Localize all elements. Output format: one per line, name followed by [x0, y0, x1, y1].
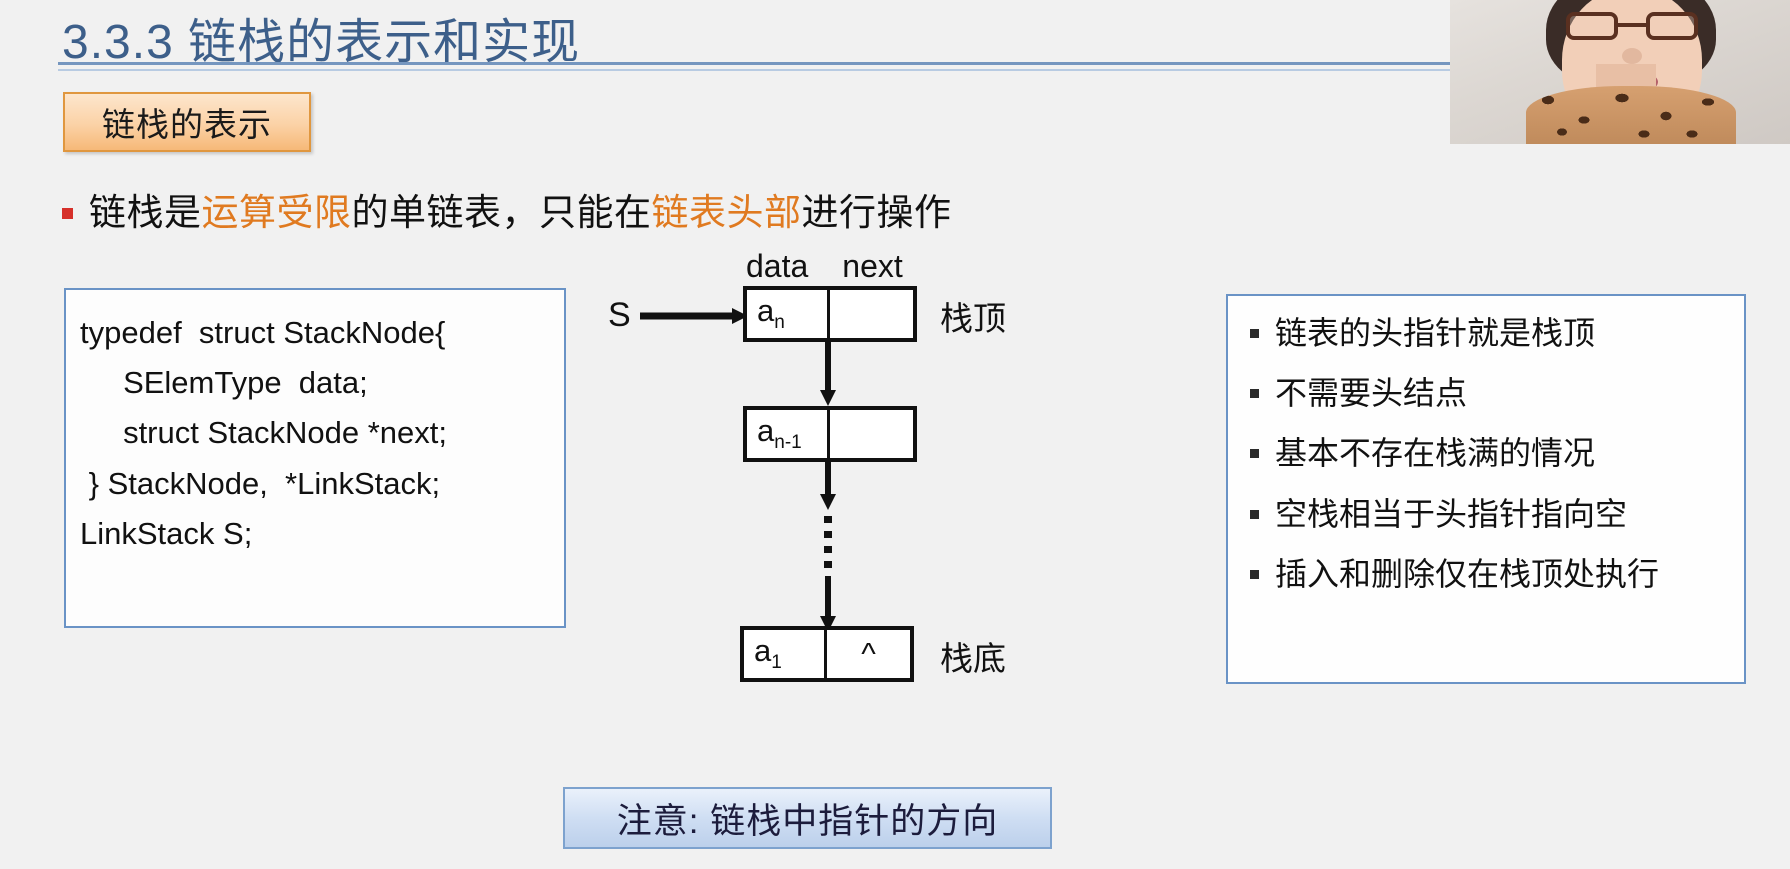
- note-callout-box: 注意: 链栈中指针的方向: [563, 787, 1052, 849]
- node-data-value: a1: [754, 633, 782, 674]
- code-line-3: struct StackNode *next;: [80, 415, 447, 451]
- properties-info-box: 链表的头指针就是栈顶 不需要头结点 基本不存在栈满的情况 空栈相当于头指针指向空…: [1226, 294, 1746, 684]
- section-chip: 链栈的表示: [63, 92, 311, 152]
- main-bullet-line: 链栈是运算受限的单链表，只能在链表头部进行操作: [62, 182, 952, 236]
- bullet-square-icon: [1250, 389, 1259, 399]
- divider-line-thin: [58, 69, 1788, 71]
- divider-line-thick: [58, 62, 1788, 65]
- bullet-square-icon: [1250, 449, 1259, 459]
- list-item: 不需要头结点: [1250, 372, 1734, 414]
- list-node-top: an: [743, 286, 917, 342]
- diagram-column-headers: data next: [746, 248, 903, 285]
- s-pointer-arrow-icon: [640, 308, 748, 324]
- code-line-2: SElemType data;: [80, 365, 368, 401]
- connector-arrow-3-icon: [820, 576, 836, 632]
- stack-bottom-label: 栈底: [940, 640, 1006, 677]
- list-item: 基本不存在栈满的情况: [1250, 432, 1734, 474]
- node-next-cell: [830, 410, 913, 458]
- list-item: 空栈相当于头指针指向空: [1250, 493, 1734, 535]
- node-data-cell: an: [747, 290, 830, 338]
- bullet-square-icon: [1250, 509, 1259, 519]
- connector-arrow-2-icon: [820, 462, 836, 510]
- page-title: 3.3.3 链栈的表示和实现: [62, 16, 581, 69]
- info-item-text: 链表的头指针就是栈顶: [1275, 315, 1596, 351]
- list-item: 插入和删除仅在栈顶处执行: [1250, 553, 1734, 595]
- ellipsis-dotted-line-icon: [824, 516, 832, 576]
- main-bullet-text: 链栈是运算受限的单链表，只能在链表头部进行操作: [89, 182, 952, 236]
- bullet-square-icon: [1250, 329, 1259, 338]
- glasses-lens-right: [1646, 12, 1698, 40]
- bullet-prefix: 链栈是: [89, 192, 202, 233]
- info-item-text: 空栈相当于头指针指向空: [1275, 495, 1628, 532]
- list-node-middle: an-1: [743, 406, 917, 462]
- bullet-middle: 的单链表，只能在: [351, 192, 652, 233]
- header-next-label: next: [842, 248, 903, 284]
- presenter-clothing: [1526, 86, 1736, 144]
- bullet-square-icon: [1250, 569, 1259, 579]
- presenter-nose: [1622, 48, 1642, 64]
- glasses-lens-left: [1566, 12, 1618, 40]
- list-item: 链表的头指针就是栈顶: [1250, 312, 1734, 354]
- bullet-highlight-2: 链表头部: [651, 192, 802, 233]
- stack-pointer-label: S: [608, 296, 631, 334]
- node-data-value: an: [757, 293, 785, 334]
- code-line-5: LinkStack S;: [80, 515, 253, 551]
- title-divider: [58, 62, 1788, 71]
- stack-top-label: 栈顶: [940, 300, 1006, 337]
- section-chip-label: 链栈的表示: [102, 106, 272, 143]
- list-node-bottom: a1 ^: [740, 626, 914, 682]
- note-text: 注意: 链栈中指针的方向: [616, 801, 999, 841]
- glasses-icon: [1566, 12, 1698, 42]
- bullet-suffix: 进行操作: [801, 192, 952, 233]
- info-item-text: 不需要头结点: [1275, 375, 1468, 412]
- node-next-value: ^: [861, 636, 876, 671]
- node-next-cell: [830, 290, 913, 338]
- info-item-text: 基本不存在栈满的情况: [1275, 435, 1596, 472]
- glasses-bridge: [1618, 23, 1646, 27]
- header-data-label: data: [746, 248, 809, 284]
- code-line-1: typedef struct StackNode{: [80, 315, 446, 350]
- node-next-cell: ^: [827, 630, 910, 678]
- node-data-cell: an-1: [747, 410, 830, 458]
- info-item-text: 插入和删除仅在栈顶处执行: [1275, 555, 1660, 592]
- presenter-video-overlay[interactable]: [1450, 0, 1790, 144]
- code-line-4: } StackNode, *LinkStack;: [80, 465, 441, 501]
- node-data-cell: a1: [744, 630, 827, 678]
- bullet-square-icon: [62, 208, 73, 219]
- linked-stack-diagram: data next S an an-1: [600, 248, 1050, 688]
- connector-arrow-1-icon: [820, 342, 836, 406]
- code-definition-box: typedef struct StackNode{ SElemType data…: [64, 288, 566, 628]
- bullet-highlight-1: 运算受限: [201, 192, 352, 233]
- node-data-value: an-1: [757, 413, 802, 454]
